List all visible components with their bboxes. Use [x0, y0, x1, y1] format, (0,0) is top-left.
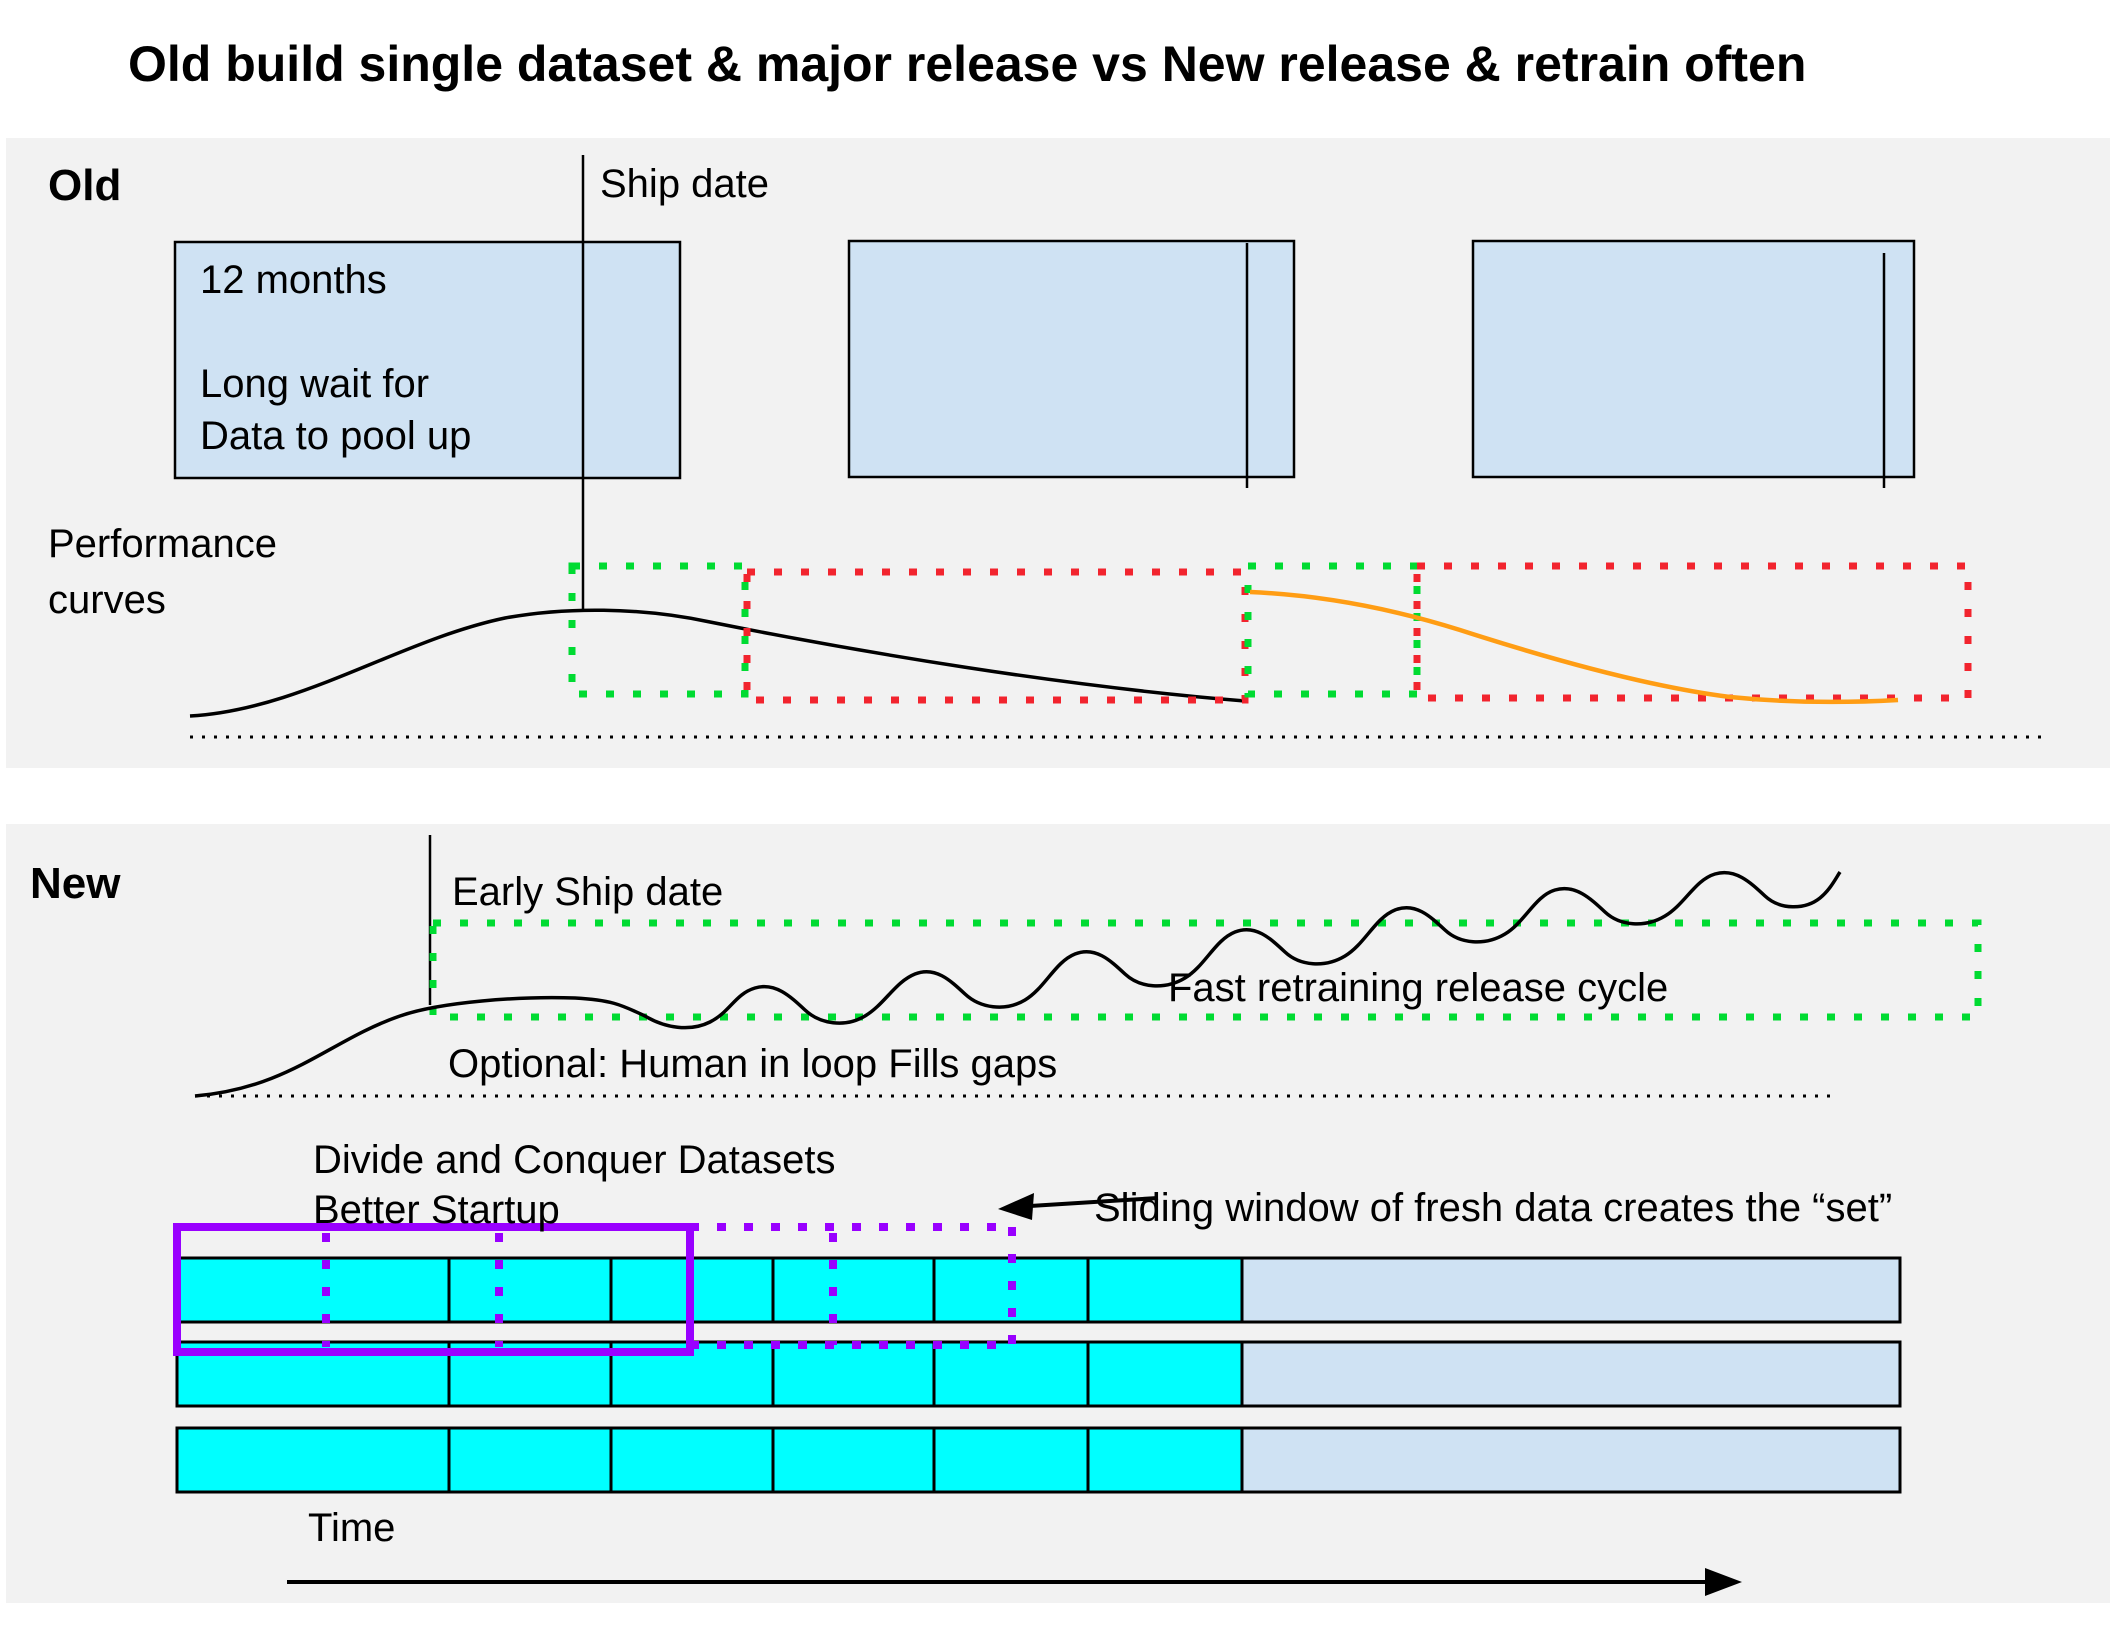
stale-window-red-1: [743, 568, 1249, 704]
sliding-window-arrow-shaft: [1029, 1196, 1159, 1208]
release-window-green-1: [568, 562, 749, 698]
dataset-box-wait-label-line1: Long wait for: [200, 362, 430, 406]
performance-curves-label-line1: Performance: [48, 522, 277, 566]
sliding-window-arrowhead: [998, 1193, 1034, 1220]
better-startup-label: Better Startup: [313, 1188, 560, 1232]
early-ship-date-label: Early Ship date: [452, 870, 724, 914]
old-dataset-box-1: [173, 240, 682, 480]
sliding-window-label: Sliding window of fresh data creates the…: [1094, 1186, 1893, 1230]
divide-and-conquer-label: Divide and Conquer Datasets: [313, 1138, 836, 1182]
optional-human-in-loop-label: Optional: Human in loop Fills gaps: [448, 1042, 1058, 1086]
old-dataset-box-2: [847, 239, 1296, 479]
ship-date-label: Ship date: [600, 162, 770, 206]
data-row-1-segment-lines: [447, 1258, 1090, 1322]
old-dataset-box-3: [1471, 239, 1916, 479]
performance-curves-label-line2: curves: [48, 578, 166, 622]
training-window-solid: [173, 1223, 694, 1356]
performance-curve-old: [189, 608, 1246, 718]
data-row-2-segment-lines: [447, 1342, 1090, 1406]
performance-curve-orange: [1249, 589, 1899, 705]
stale-window-red-2: [1413, 562, 1972, 702]
time-axis-arrowhead: [1705, 1568, 1742, 1596]
sliding-window-dotted: [322, 1223, 1016, 1349]
data-row-3-fresh: [175, 1426, 1244, 1494]
old-section-label: Old: [48, 161, 122, 210]
time-axis-label: Time: [308, 1506, 396, 1550]
data-row-1-fresh: [175, 1256, 1244, 1324]
dataset-box-months-label: 12 months: [200, 258, 387, 302]
dataset-box-wait-label-line2: Data to pool up: [200, 414, 472, 458]
data-row-3-segment-lines: [447, 1428, 1090, 1492]
release-window-green-2: [1244, 562, 1421, 698]
slide-title: Old build single dataset & major release…: [128, 36, 1807, 92]
fast-retraining-label: Fast retraining release cycle: [1168, 966, 1669, 1010]
new-section-label: New: [30, 859, 121, 908]
performance-curve-new: [194, 870, 1842, 1098]
